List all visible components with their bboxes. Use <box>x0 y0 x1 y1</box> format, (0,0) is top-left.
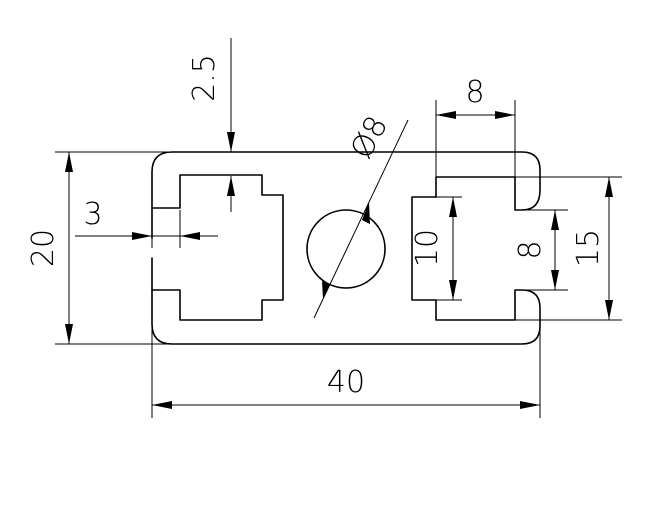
dim-slot-height: 15 <box>515 176 622 321</box>
label-slot-height: 15 <box>571 229 606 267</box>
dim-wall-thickness: 2.5 <box>187 38 235 212</box>
left-slot-upper-lip <box>151 174 284 321</box>
label-overall-width: 40 <box>327 365 365 400</box>
label-slot-depth: 10 <box>410 229 445 267</box>
label-top-width: 8 <box>465 75 484 110</box>
center-hole <box>306 209 386 289</box>
right-slot <box>411 196 437 301</box>
dim-top-width: 8 <box>435 75 516 177</box>
label-overall-height: 20 <box>26 229 61 267</box>
outer-contour <box>151 151 541 345</box>
label-slot-inner: 8 <box>513 240 548 259</box>
profile-outline <box>151 151 541 345</box>
dim-slot-opening: 3 <box>75 197 218 248</box>
dim-slot-depth: 10 <box>410 196 462 301</box>
label-hole-diameter: Ø8 <box>344 110 395 164</box>
dim-slot-inner: 8 <box>513 209 568 291</box>
dim-overall-width: 40 <box>151 324 541 418</box>
label-wall-thickness: 2.5 <box>187 54 222 102</box>
dim-overall-height: 20 <box>26 151 170 345</box>
label-slot-opening: 3 <box>83 197 102 232</box>
